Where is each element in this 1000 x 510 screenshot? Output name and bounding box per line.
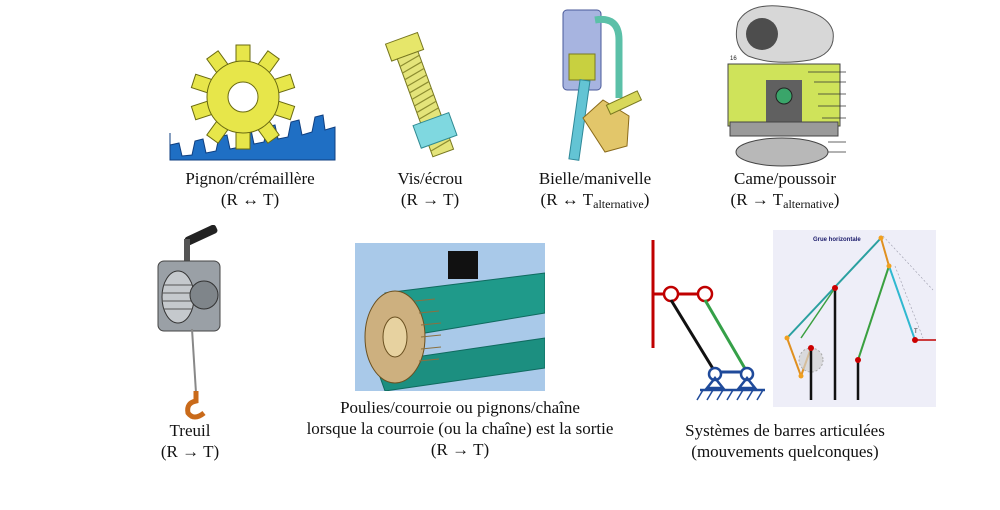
motion-type: (R → Talternative) — [730, 190, 840, 211]
horizontal-crane-panel: Grue horizontale T — [773, 230, 936, 407]
caption-cam-follower: Came/poussoir (R → Talternative) — [695, 168, 875, 215]
winch-illustration — [157, 225, 221, 420]
rack-and-pinion-illustration — [169, 44, 336, 161]
winch-drum — [161, 270, 195, 324]
winch-hook — [185, 391, 206, 420]
rack-shape — [169, 114, 336, 161]
mechanism-name: Systèmes de barres articulées — [685, 421, 885, 440]
crane-title: Grue horizontale — [813, 237, 861, 243]
pinion-gear — [190, 44, 296, 150]
nut — [412, 111, 458, 149]
winch-cable — [191, 328, 197, 394]
cam-and-follower-illustration: 16 — [727, 5, 846, 167]
winch-handle — [184, 225, 218, 246]
mechanism-name: Vis/écrou — [397, 169, 463, 188]
link-green — [703, 299, 749, 373]
mechanism-name: Pignon/crémaillère — [185, 169, 315, 188]
caption-rack-pinion: Pignon/crémaillère (R ↔ T) — [150, 168, 350, 210]
point-t-label: T — [914, 329, 918, 335]
cam-label: 16 — [730, 56, 737, 62]
mechanism-name: Treuil — [169, 421, 211, 440]
mechanism-name-continued: lorsque la courroie (ou la chaîne) est l… — [306, 419, 614, 438]
crank-disc — [582, 99, 630, 153]
motion-type: (mouvements quelconques) — [691, 442, 879, 461]
motion-type: (R → T) — [160, 442, 220, 461]
caption-pulley-belt: Poulies/courroie ou pignons/chaîne lorsq… — [280, 397, 640, 460]
linkage-diagram — [651, 240, 765, 401]
motion-type: (R ↔ T) — [220, 190, 280, 209]
joint — [662, 285, 680, 303]
motion-type: (R → T) — [400, 190, 460, 209]
crane-arm-cyan — [888, 265, 916, 341]
piston — [568, 53, 596, 81]
mechanism-name: Poulies/courroie ou pignons/chaîne — [340, 398, 580, 417]
screw-and-nut-illustration — [384, 31, 458, 158]
pipe — [594, 15, 623, 98]
crane-arm-green — [857, 265, 890, 361]
joint — [696, 285, 714, 303]
pulley-belt-illustration — [355, 243, 545, 391]
caption-winch: Treuil (R → T) — [135, 420, 245, 462]
mechanism-name: Bielle/manivelle — [538, 169, 652, 188]
link-black — [669, 299, 717, 373]
load-block — [448, 251, 478, 279]
mechanism-name: Came/poussoir — [734, 169, 836, 188]
valve-base — [735, 137, 829, 167]
motion-type: (R → T) — [430, 440, 490, 459]
caption-screw-nut: Vis/écrou (R → T) — [355, 168, 505, 210]
caption-crank-rod: Bielle/manivelle (R ↔ Talternative) — [505, 168, 685, 215]
crank-and-connecting-rod-illustration — [562, 9, 643, 161]
caption-linkages: Systèmes de barres articulées (mouvement… — [650, 420, 920, 462]
motion-type: (R ↔ Talternative) — [540, 190, 650, 211]
